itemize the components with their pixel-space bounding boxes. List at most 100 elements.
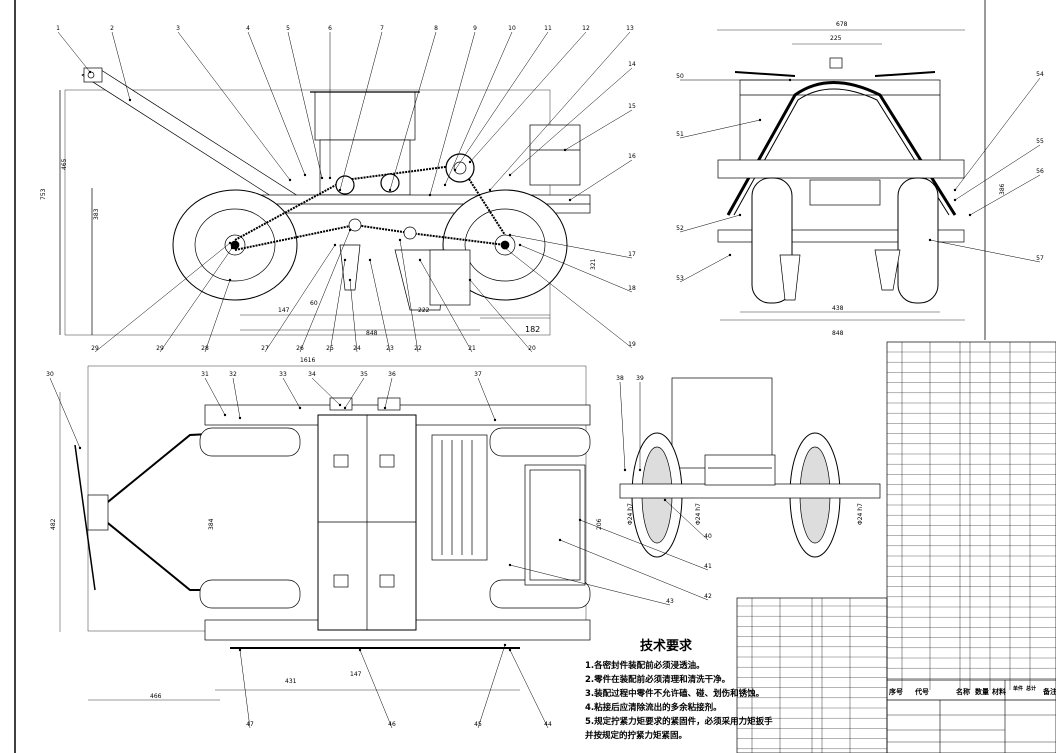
svg-text:1: 1 [56,25,60,32]
svg-text:17: 17 [628,251,636,258]
svg-text:41: 41 [704,563,712,570]
tech-req-item-2: 2.零件在装配前必须清理和清洗干净。 [585,674,730,685]
front-balloon-bottom-7: 27 [261,243,337,353]
svg-text:36: 36 [388,371,396,378]
dim-mid-height: 383 [93,208,100,220]
dim-side-bottom-total: 848 [832,330,844,337]
axle-view [619,377,881,558]
svg-text:15: 15 [628,103,636,110]
top-balloon-41: 41 [578,518,712,571]
tb-header-material: 材料 [991,687,1006,696]
front-view [59,67,591,336]
tech-req-item-3: 3.装配过程中零件不允许磕、碰、划伤和锈蚀。 [585,688,764,699]
side-balloon-53: 53 [676,253,732,283]
front-balloon-10: 10 [443,25,516,187]
svg-text:19: 19 [628,341,636,348]
dim-top-left-height: 482 [50,518,57,530]
top-balloon-40: 40 [663,498,712,541]
svg-text:46: 46 [388,721,396,728]
side-balloon-57: 57 [928,238,1044,263]
front-balloon-5: 5 [286,25,324,180]
top-balloon-31: 31 [201,371,227,417]
top-balloon-30: 30 [46,371,82,450]
svg-text:6: 6 [328,25,332,32]
top-balloon-37: 37 [474,371,497,422]
svg-text:51: 51 [676,131,684,138]
top-balloon-34: 34 [308,371,342,407]
svg-text:57: 57 [1036,255,1044,262]
top-balloon-47: 47 [238,648,254,729]
svg-text:39: 39 [636,375,644,382]
dim-inner-width: 225 [830,35,842,42]
front-balloon-8: 8 [388,25,438,192]
front-balloon-bottom-0: 20 [468,278,536,353]
dim-side-right-height: 386 [999,183,1006,195]
front-balloon-bottom-2: 22 [398,238,422,353]
tb-header-name: 名称 [956,687,970,696]
tb-header-no: 序号 [888,687,903,696]
dim-left-height: 465 [61,158,68,170]
svg-text:42: 42 [704,593,712,600]
dim-mid-small: 60 [310,300,318,307]
svg-text:23: 23 [386,345,394,352]
svg-text:16: 16 [628,153,636,160]
svg-text:55: 55 [1036,138,1044,145]
front-balloon-bottom-3: 23 [368,258,394,353]
top-balloon-39: 39 [636,375,644,472]
front-balloon-4: 4 [246,25,307,177]
svg-text:38: 38 [616,375,624,382]
tech-req-item-6: 并按规定的拧紧力矩紧固。 [585,730,687,741]
svg-text:25: 25 [326,345,334,352]
side-balloon-50: 50 [676,73,792,82]
top-balloon-44: 44 [508,648,552,729]
dim-total: 1616 [300,357,315,364]
front-balloon-12: 12 [468,25,590,164]
top-balloon-36: 36 [383,371,396,410]
dim-top-bottom-mid: 431 [285,678,297,685]
svg-text:37: 37 [474,371,482,378]
svg-text:30: 30 [46,371,54,378]
svg-text:45: 45 [474,721,482,728]
svg-text:33: 33 [279,371,287,378]
top-view [59,365,591,701]
svg-text:3: 3 [176,25,180,32]
svg-text:21: 21 [468,345,476,352]
svg-text:53: 53 [676,275,684,282]
front-balloon-19: 19 [503,246,636,349]
dim-bottom-total: 848 [366,330,378,337]
side-view [717,29,965,321]
front-balloon-2: 2 [110,25,132,102]
svg-text:32: 32 [229,371,237,378]
top-balloon-38: 38 [616,375,627,472]
side-balloon-51: 51 [676,118,762,139]
parts-list-right [886,341,1056,753]
svg-text:27: 27 [261,345,269,352]
svg-text:54: 54 [1036,71,1044,78]
tech-req-item-5: 5.规定拧紧力矩要求的紧固件，必须采用力矩扳手 [585,716,773,727]
top-balloon-46: 46 [358,648,396,729]
svg-text:40: 40 [704,533,712,540]
front-balloon-bottom-8: 28 [201,278,232,353]
front-balloon-18: 18 [518,243,636,293]
dim-bottom-mid: 222 [418,307,430,314]
dim-bottom-left: 147 [278,307,290,314]
front-balloon-bottom-6: 26 [296,228,352,353]
top-balloon-42: 42 [558,538,712,601]
svg-text:10: 10 [508,25,516,32]
svg-text:4: 4 [246,25,250,32]
front-balloon-14: 14 [508,61,636,177]
side-balloon-56: 56 [968,168,1044,217]
tb-header-remark: 备注 [1042,687,1056,696]
side-balloon-52: 52 [676,213,742,233]
front-balloon-bottom-4: 24 [348,278,361,353]
front-balloon-bottom-1: 21 [418,258,476,353]
svg-text:29: 29 [156,345,164,352]
svg-text:24: 24 [353,345,361,352]
side-balloon-54: 54 [953,71,1044,192]
dim-top-inner-height: 384 [208,518,215,530]
svg-text:35: 35 [360,371,368,378]
svg-text:22: 22 [414,345,422,352]
dim-right-small: 182 [525,325,540,334]
